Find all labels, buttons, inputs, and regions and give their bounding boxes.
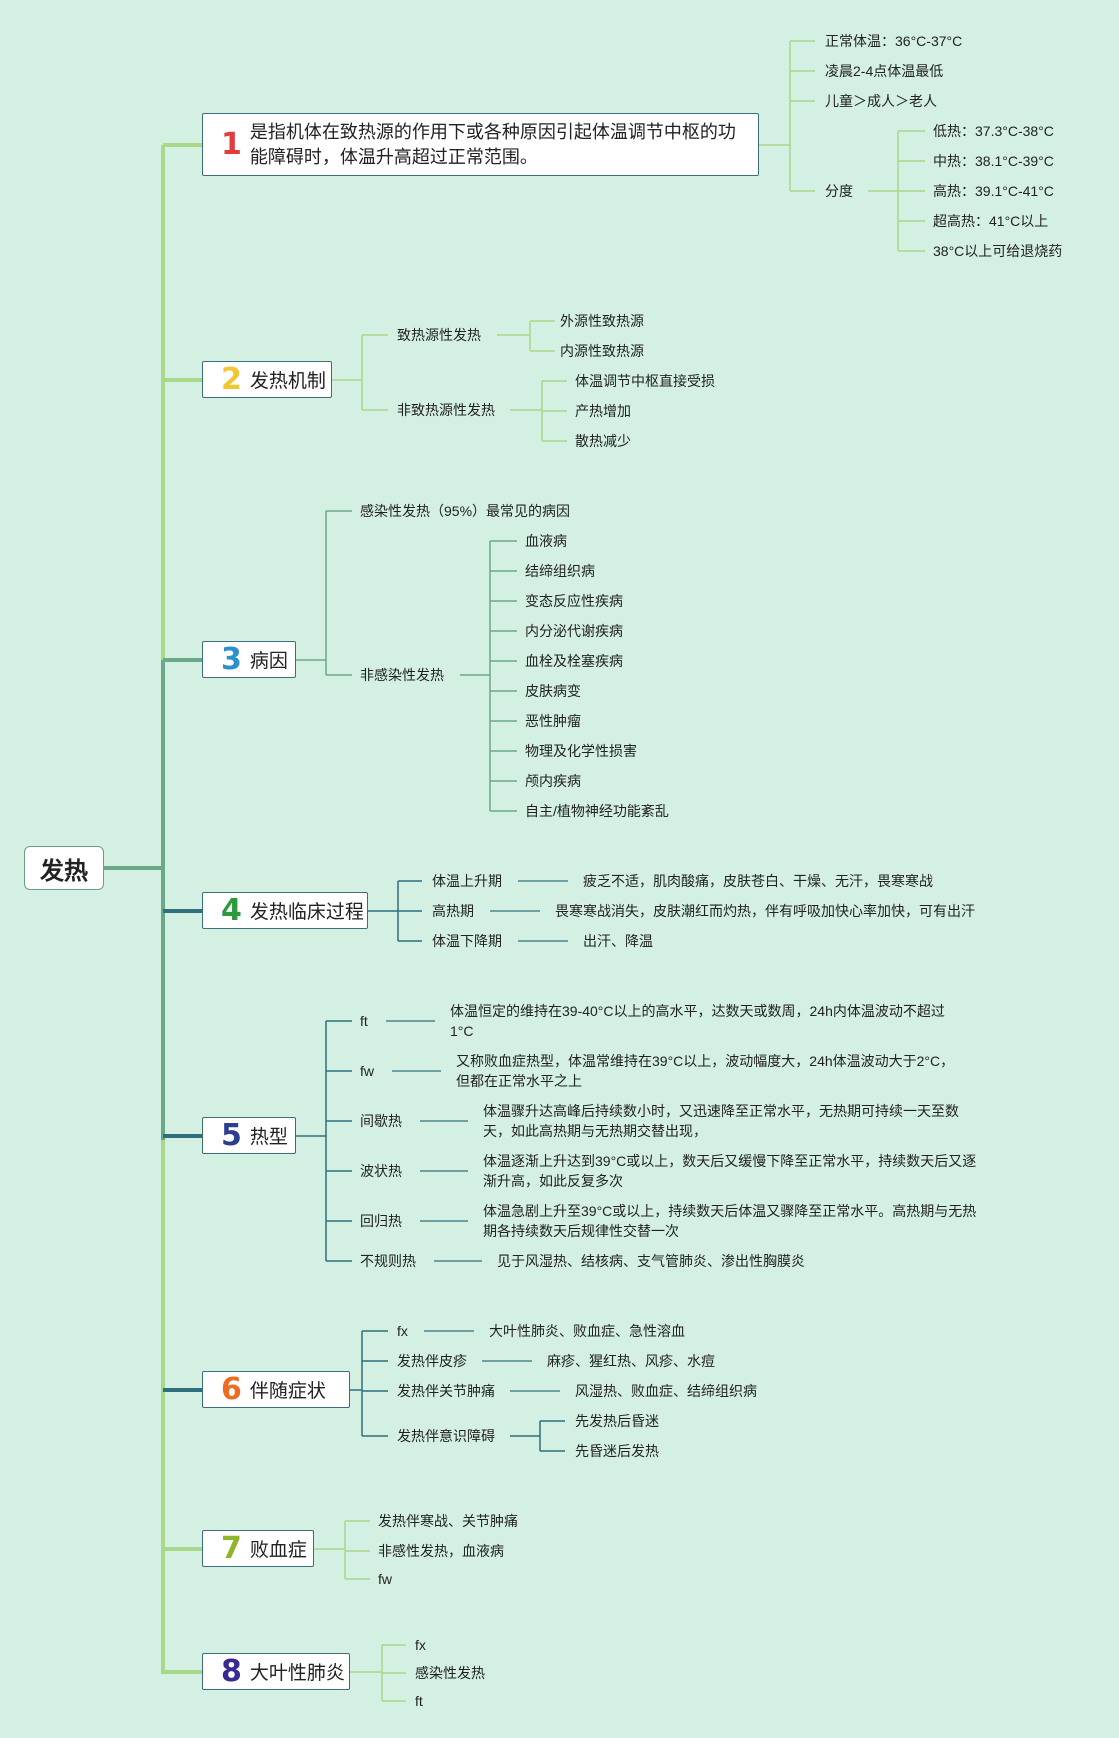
branch-5-fever-type[interactable]: 5 热型 [202,1117,296,1154]
node-heat-production[interactable]: 产热增加 [575,403,631,419]
node-cause-item[interactable]: 物理及化学性损害 [525,743,637,759]
node-fever-then-coma[interactable]: 先发热后昏迷 [575,1413,659,1429]
node-type-undulant[interactable]: 波状热 [360,1163,402,1179]
node-sepsis-2[interactable]: 非感性发热，血液病 [378,1543,504,1559]
branch-label: 病因 [249,651,288,672]
node-type-fw-desc[interactable]: 又称败血症热型，体温常维持在39°C以上，波动幅度大，24h体温波动大于2°C，… [456,1053,955,1089]
branch-number: 3 [221,641,242,677]
branch-label: 是指机体在致热源的作用下或各种原因引起体温调节中枢的功能障碍时，体温升高超过正常… [249,121,736,167]
branch-number: 2 [221,361,242,397]
node-antipyretic[interactable]: 38°C以上可给退烧药 [933,243,1063,259]
node-high-stage[interactable]: 高热期 [432,903,474,919]
node-type-intermittent[interactable]: 间歇热 [360,1113,402,1129]
branch-8-lobar-pneumonia[interactable]: 8 大叶性肺炎 [202,1653,350,1690]
node-non-infectious[interactable]: 非感染性发热 [360,667,444,683]
node-type-relapsing-desc[interactable]: 体温急剧上升至39°C或以上，持续数天后体温又骤降至正常水平。高热期与无热期各持… [483,1203,977,1239]
node-super-high-fever[interactable]: 超高热：41°C以上 [933,213,1049,229]
node-cause-item[interactable]: 恶性肿瘤 [525,713,581,729]
node-pneumonia-2[interactable]: 感染性发热 [415,1665,485,1681]
node-joint-desc[interactable]: 风湿热、败血症、结缔组织病 [575,1383,757,1399]
node-fx[interactable]: fx [397,1323,408,1339]
node-non-pyrogenic[interactable]: 非致热源性发热 [397,402,495,418]
branch-6-symptoms[interactable]: 6 伴随症状 [202,1371,350,1408]
branch-7-sepsis[interactable]: 7 败血症 [202,1530,314,1567]
branch-3-cause[interactable]: 3 病因 [202,641,296,678]
node-normal-temp[interactable]: 正常体温：36°C-37°C [825,33,963,49]
node-pneumonia-1[interactable]: fx [415,1637,426,1653]
node-type-ft-desc[interactable]: 体温恒定的维持在39-40°C以上的高水平，达数天或数周，24h内体温波动不超过… [450,1003,945,1039]
node-low-fever[interactable]: 低热：37.3°C-38°C [933,123,1054,139]
branch-label: 发热机制 [249,371,326,392]
node-falling-desc[interactable]: 出汗、降温 [583,933,653,949]
branch-2-mechanism[interactable]: 2 发热机制 [202,361,332,398]
node-age-order[interactable]: 儿童＞成人＞老人 [825,93,937,109]
branch-4-clinical-process[interactable]: 4 发热临床过程 [202,892,368,929]
node-consciousness[interactable]: 发热伴意识障碍 [397,1428,495,1444]
root-node[interactable]: 发热 [24,846,104,890]
node-type-ft[interactable]: ft [360,1013,368,1029]
branch-number: 8 [221,1653,242,1689]
branch-number: 1 [221,126,242,162]
node-center-damage[interactable]: 体温调节中枢直接受损 [575,373,715,389]
branch-number: 4 [221,892,242,928]
branch-number: 5 [221,1117,242,1153]
node-rash[interactable]: 发热伴皮疹 [397,1353,467,1369]
node-sepsis-3[interactable]: fw [378,1571,392,1587]
node-type-intermittent-desc[interactable]: 体温骤升达高峰后持续数小时，又迅速降至正常水平，无热期可持续一天至数天，如此高热… [483,1103,959,1139]
branch-number: 7 [221,1530,242,1566]
node-grading[interactable]: 分度 [825,183,853,199]
node-heat-dissipation[interactable]: 散热减少 [575,433,631,449]
node-infectious[interactable]: 感染性发热（95%）最常见的病因 [360,503,571,519]
node-cause-item[interactable]: 血液病 [525,533,567,549]
branch-label: 发热临床过程 [249,902,364,923]
node-type-fw[interactable]: fw [360,1063,374,1079]
node-cause-item[interactable]: 血栓及栓塞疾病 [525,653,623,669]
node-joint[interactable]: 发热伴关节肿痛 [397,1383,495,1399]
node-rash-desc[interactable]: 麻疹、猩红热、风疹、水痘 [547,1353,715,1369]
node-rising-desc[interactable]: 疲乏不适，肌肉酸痛，皮肤苍白、干燥、无汗，畏寒寒战 [583,873,933,889]
branch-label: 败血症 [249,1540,307,1561]
branch-label: 伴随症状 [249,1381,326,1402]
node-high-desc[interactable]: 畏寒寒战消失，皮肤潮红而灼热，伴有呼吸加快心率加快，可有出汗 [555,903,975,919]
node-pneumonia-3[interactable]: ft [415,1693,423,1709]
node-type-undulant-desc[interactable]: 体温逐渐上升达到39°C或以上，数天后又缓慢下降至正常水平，持续数天后又逐渐升高… [483,1153,977,1189]
node-sepsis-1[interactable]: 发热伴寒战、关节肿痛 [378,1513,518,1529]
node-cause-item[interactable]: 结缔组织病 [525,563,595,579]
node-mid-fever[interactable]: 中热：38.1°C-39°C [933,153,1054,169]
node-type-relapsing[interactable]: 回归热 [360,1213,402,1229]
node-cause-item[interactable]: 皮肤病变 [525,683,581,699]
branch-label: 热型 [249,1127,288,1148]
node-lowest-time[interactable]: 凌晨2-4点体温最低 [825,63,944,79]
node-endogenous[interactable]: 内源性致热源 [560,343,644,359]
node-type-irregular[interactable]: 不规则热 [360,1253,416,1269]
node-high-fever[interactable]: 高热：39.1°C-41°C [933,183,1054,199]
node-cause-item[interactable]: 变态反应性疾病 [525,593,623,609]
node-falling-stage[interactable]: 体温下降期 [432,933,502,949]
branch-label: 大叶性肺炎 [249,1663,345,1684]
node-pyrogenic[interactable]: 致热源性发热 [397,327,481,343]
node-cause-item[interactable]: 自主/植物神经功能紊乱 [525,803,669,819]
node-exogenous[interactable]: 外源性致热源 [560,313,644,329]
node-cause-item[interactable]: 内分泌代谢疾病 [525,623,623,639]
node-coma-then-fever[interactable]: 先昏迷后发热 [575,1443,659,1459]
branch-number: 6 [221,1371,242,1407]
node-fx-desc[interactable]: 大叶性肺炎、败血症、急性溶血 [489,1323,685,1339]
branch-1-definition[interactable]: 1 是指机体在致热源的作用下或各种原因引起体温调节中枢的功能障碍时，体温升高超过… [202,113,759,176]
node-rising-stage[interactable]: 体温上升期 [432,873,502,889]
node-cause-item[interactable]: 颅内疾病 [525,773,581,789]
node-type-irregular-desc[interactable]: 见于风湿热、结核病、支气管肺炎、渗出性胸膜炎 [497,1253,805,1269]
